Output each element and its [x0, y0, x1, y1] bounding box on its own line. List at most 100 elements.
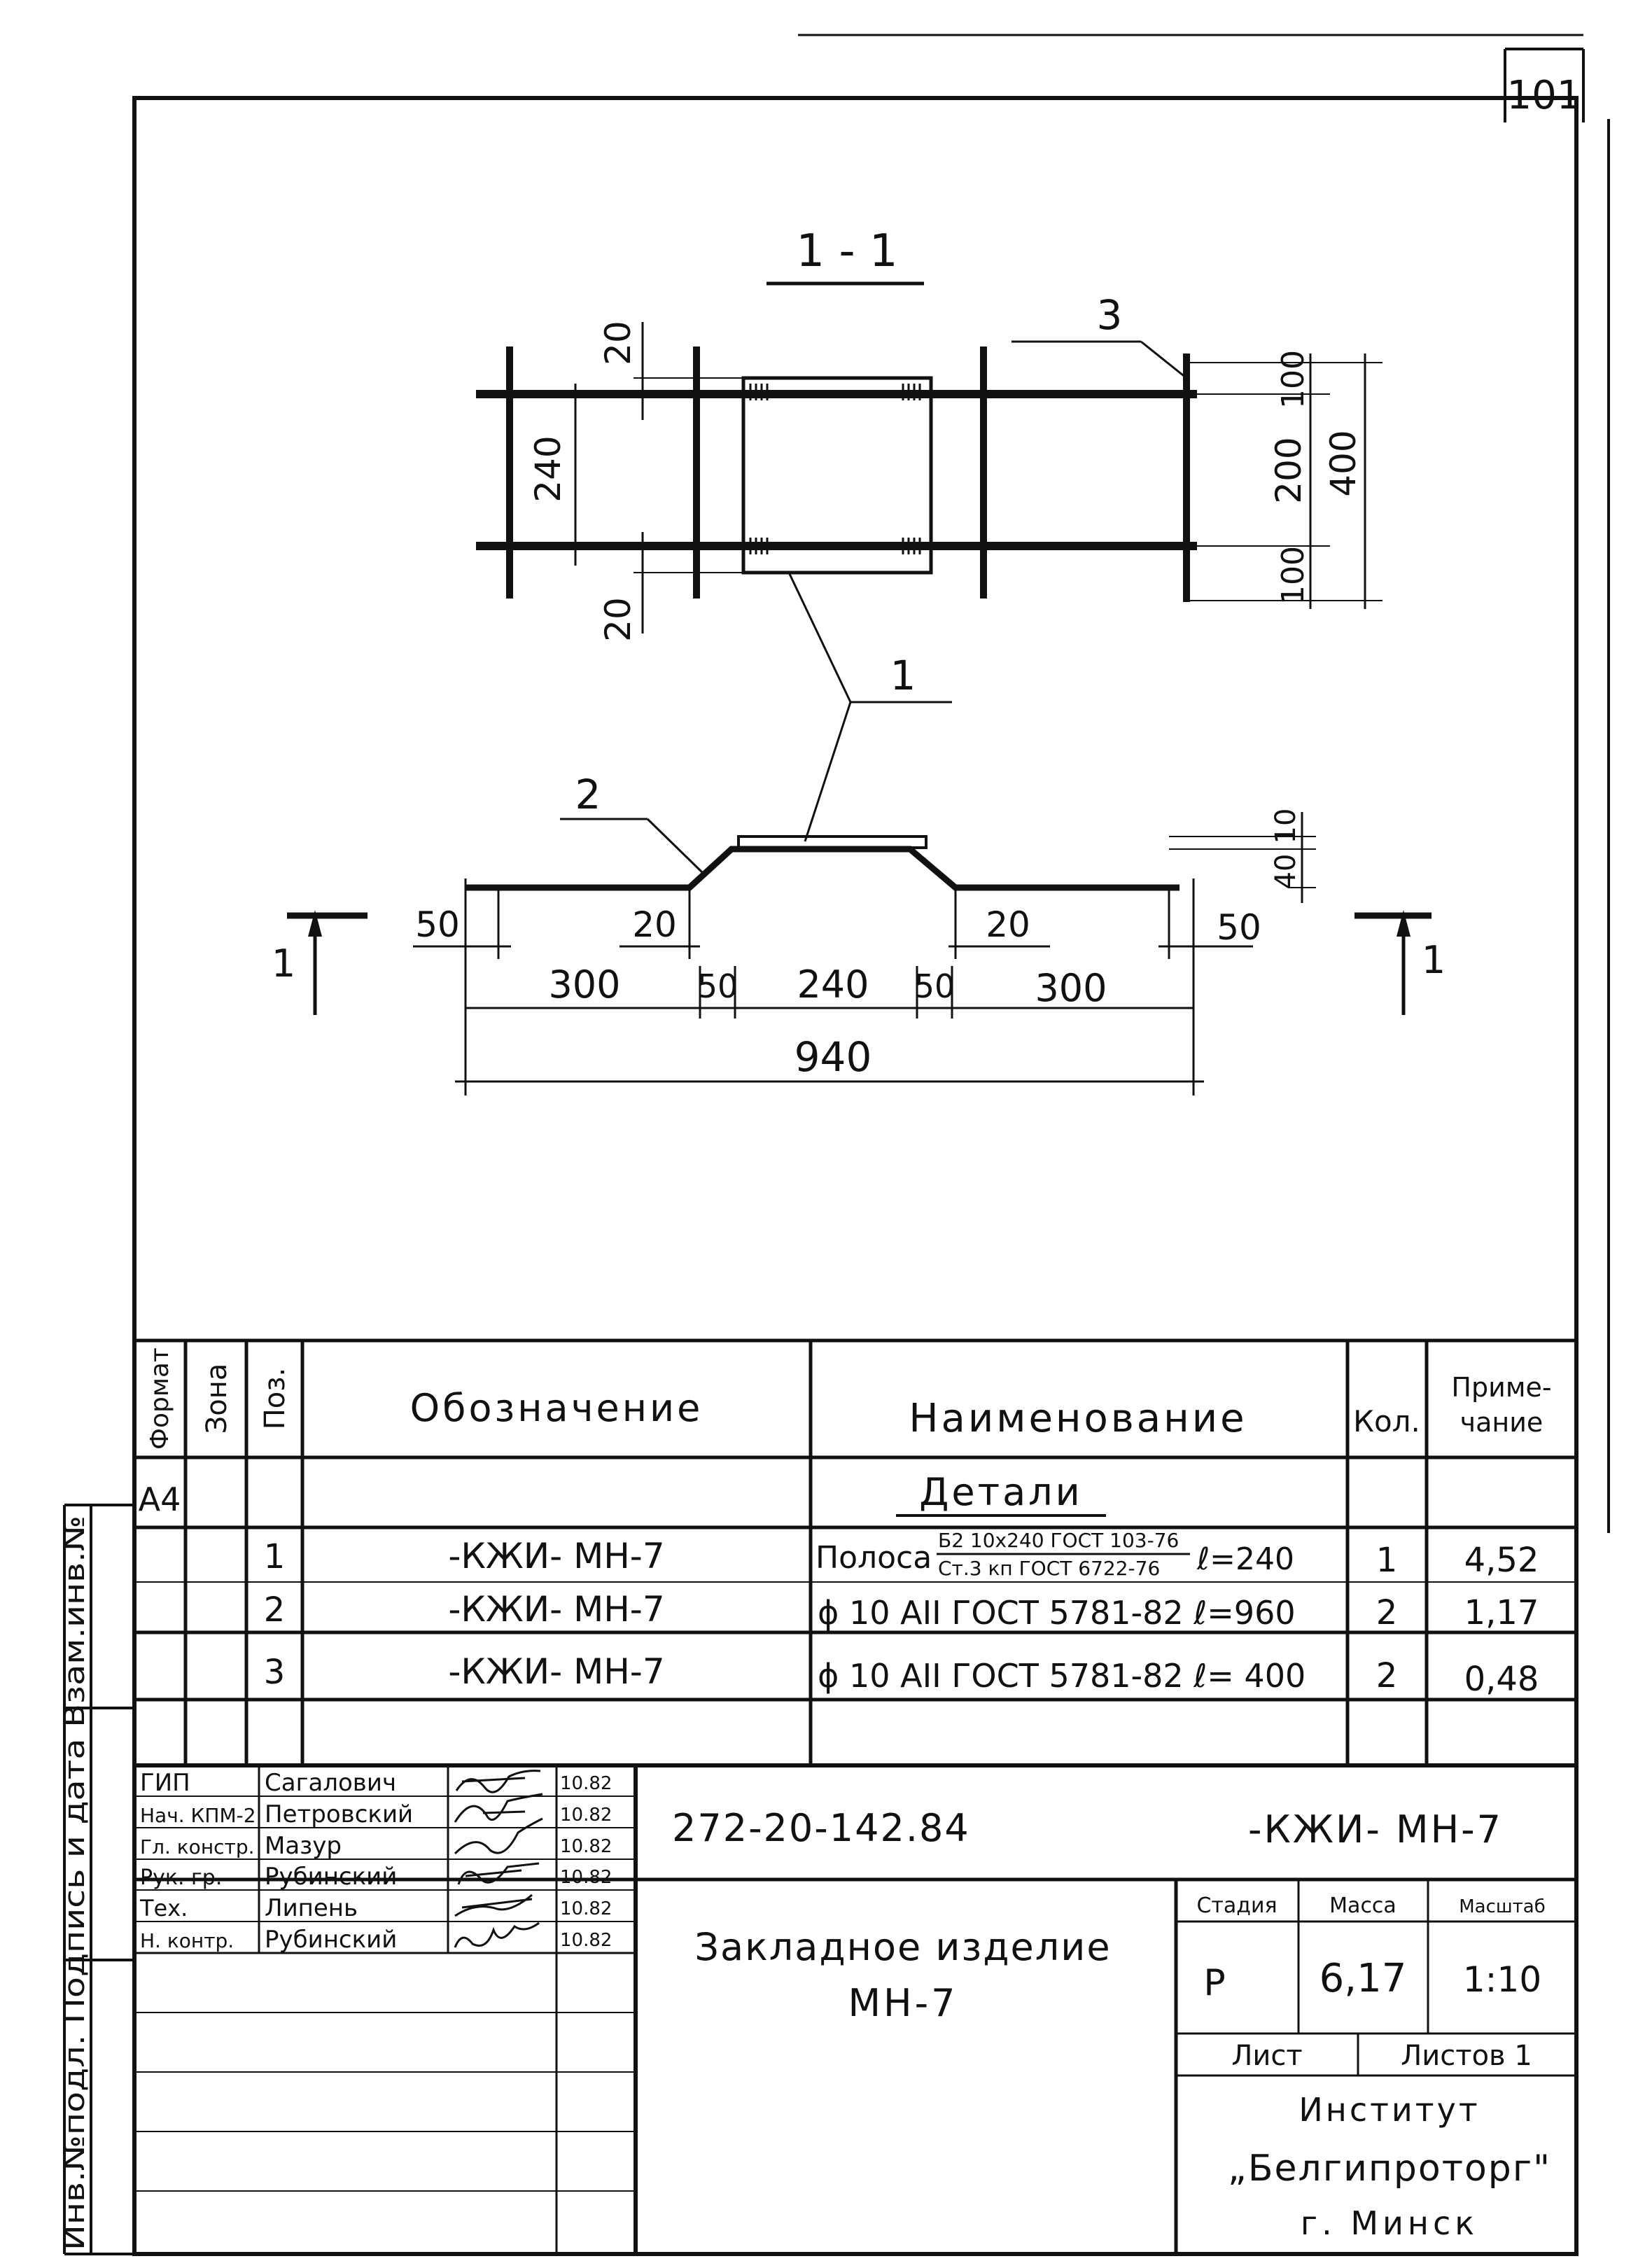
title-line-2: МН-7 [848, 1981, 958, 2025]
callout-1-leaders [788, 573, 952, 842]
plan-weld-marks [749, 384, 921, 554]
elev-dim-right-50: 50 [1217, 907, 1261, 948]
sheet-label: Лист [1231, 2040, 1302, 2072]
row-2-designation: -КЖИ- МН-7 [448, 1589, 664, 1630]
stage-label: Стадия [1196, 1893, 1277, 1918]
row-3-name: ϕ 10 АII ГОСТ 5781-82 ℓ= 400 [818, 1657, 1306, 1695]
plan-view [476, 322, 1382, 634]
mass-value: 6,17 [1320, 1956, 1407, 2001]
plan-plate [741, 376, 933, 575]
row-1-frac-top: Б2 10х240 ГОСТ 103-76 [938, 1529, 1179, 1552]
header-format: Формат [146, 1348, 174, 1450]
row-3-note: 0,48 [1464, 1660, 1539, 1699]
row-3-pos: 3 [264, 1653, 286, 1692]
elev-dim-50-right: 50 [914, 967, 955, 1005]
row-3-designation: -КЖИ- МН-7 [448, 1651, 664, 1692]
header-qty: Кол. [1353, 1404, 1420, 1438]
plan-dim-400: 400 [1323, 430, 1364, 496]
signatures [454, 1770, 543, 1948]
elev-dim-940: 940 [794, 1033, 872, 1081]
role-6-name: Рубинский [265, 1926, 397, 1954]
elev-dim-300-right: 300 [1035, 966, 1107, 1010]
row-1-pos: 1 [264, 1537, 286, 1576]
spec-table-header: Формат Зона Поз. Обозначение Наименовани… [146, 1348, 1552, 1450]
side-stamp-lines [63, 1504, 134, 2255]
role-4-name: Рубинский [265, 1863, 397, 1891]
elev-dim-300-left: 300 [548, 962, 620, 1007]
elevation-view [287, 812, 1432, 1096]
plan-dim-gap-top: 20 [598, 321, 638, 365]
row-2-qty: 2 [1376, 1593, 1398, 1632]
row-1-name-suffix: ℓ=240 [1196, 1541, 1294, 1577]
table-row: 3 -КЖИ- МН-7 ϕ 10 АII ГОСТ 5781-82 ℓ= 40… [264, 1651, 1539, 1699]
title-block-lines [134, 1765, 1576, 2256]
sheets-label: Листов 1 [1401, 2040, 1532, 2072]
org-line-1: Институт [1298, 2091, 1480, 2129]
row-2-name: ϕ 10 АII ГОСТ 5781-82 ℓ=960 [818, 1594, 1296, 1632]
elevation-dim-labels: 2 10 40 50 20 20 50 300 50 240 50 300 94… [272, 771, 1446, 1081]
format-value: А4 [139, 1480, 181, 1518]
title-block-main: 272-20-142.84 -КЖИ- МН-7 Закладное издел… [672, 1806, 1551, 2242]
elev-dim-left-50: 50 [415, 904, 460, 945]
role-2-name: Петровский [265, 1800, 413, 1828]
role-1-date: 10.82 [560, 1773, 612, 1794]
role-5-name: Липень [265, 1894, 358, 1922]
elev-dim-right-20: 20 [986, 904, 1030, 945]
role-4-date: 10.82 [560, 1867, 612, 1888]
plan-dim-200: 200 [1268, 437, 1309, 503]
elev-dim-240: 240 [797, 962, 869, 1007]
plan-dim-100-bottom: 100 [1275, 546, 1311, 605]
row-1-designation: -КЖИ- МН-7 [448, 1536, 664, 1576]
header-designation: Обозначение [410, 1386, 704, 1430]
elev-dim-10: 10 [1270, 808, 1302, 844]
elevation-rod [465, 846, 1180, 891]
section-label: 1 - 1 [796, 225, 897, 277]
plan-dim-labels: 240 20 20 100 200 100 400 3 [528, 291, 1364, 642]
row-3-qty: 2 [1376, 1656, 1398, 1695]
table-row: 1 -КЖИ- МН-7 Полоса Б2 10х240 ГОСТ 103-7… [264, 1529, 1539, 1580]
elev-dim-40: 40 [1270, 854, 1302, 890]
role-3-name: Мазур [265, 1832, 342, 1860]
row-1-frac-bottom: Ст.3 кп ГОСТ 6722-76 [938, 1557, 1160, 1580]
plan-dim-100-top: 100 [1275, 350, 1311, 409]
plan-dim-gap-bottom: 20 [598, 597, 638, 642]
doc-code: -КЖИ- МН-7 [1248, 1807, 1503, 1851]
spec-table-lines [134, 1338, 1576, 1768]
role-1-name: Сагалович [265, 1769, 396, 1797]
row-1-qty: 1 [1376, 1541, 1398, 1580]
role-3-date: 10.82 [560, 1836, 612, 1857]
plan-dim-240: 240 [528, 435, 568, 502]
callout-1: 1 [890, 652, 916, 699]
callout-2: 2 [575, 771, 601, 818]
table-row: 2 -КЖИ- МН-7 ϕ 10 АII ГОСТ 5781-82 ℓ=960… [264, 1589, 1539, 1632]
role-5-date: 10.82 [560, 1898, 612, 1919]
row-2-note: 1,17 [1464, 1593, 1539, 1632]
role-2-date: 10.82 [560, 1805, 612, 1826]
stage-value: Р [1203, 1962, 1225, 2004]
mass-label: Масса [1329, 1893, 1396, 1918]
role-4: Рук. гр. [140, 1865, 222, 1890]
row-1-note: 4,52 [1464, 1541, 1539, 1580]
role-5: Тех. [139, 1895, 188, 1921]
elev-dim-left-20: 20 [632, 904, 677, 945]
role-6-date: 10.82 [560, 1930, 612, 1951]
cut-label-right: 1 [1422, 938, 1446, 982]
scale-label: Масштаб [1459, 1896, 1546, 1917]
title-line-1: Закладное изделие [694, 1925, 1111, 1969]
role-2: Нач. КПМ-2 [140, 1804, 256, 1827]
header-zone: Зона [201, 1364, 233, 1434]
org-line-2: „Белгипроторг" [1228, 2148, 1551, 2190]
scale-value: 1:10 [1463, 1959, 1541, 2000]
header-note-2: чание [1460, 1407, 1544, 1438]
header-name: Наименование [909, 1396, 1247, 1441]
role-6: Н. контр. [140, 1929, 234, 1952]
row-2-pos: 2 [264, 1590, 286, 1630]
row-1-name-prefix: Полоса [816, 1540, 932, 1576]
header-note-1: Приме- [1451, 1372, 1551, 1403]
role-3: Гл. констр. [140, 1835, 255, 1858]
header-pos: Поз. [259, 1368, 291, 1430]
cut-label-left: 1 [272, 941, 295, 986]
role-1: ГИП [140, 1769, 190, 1797]
elevation-plate [737, 835, 927, 849]
